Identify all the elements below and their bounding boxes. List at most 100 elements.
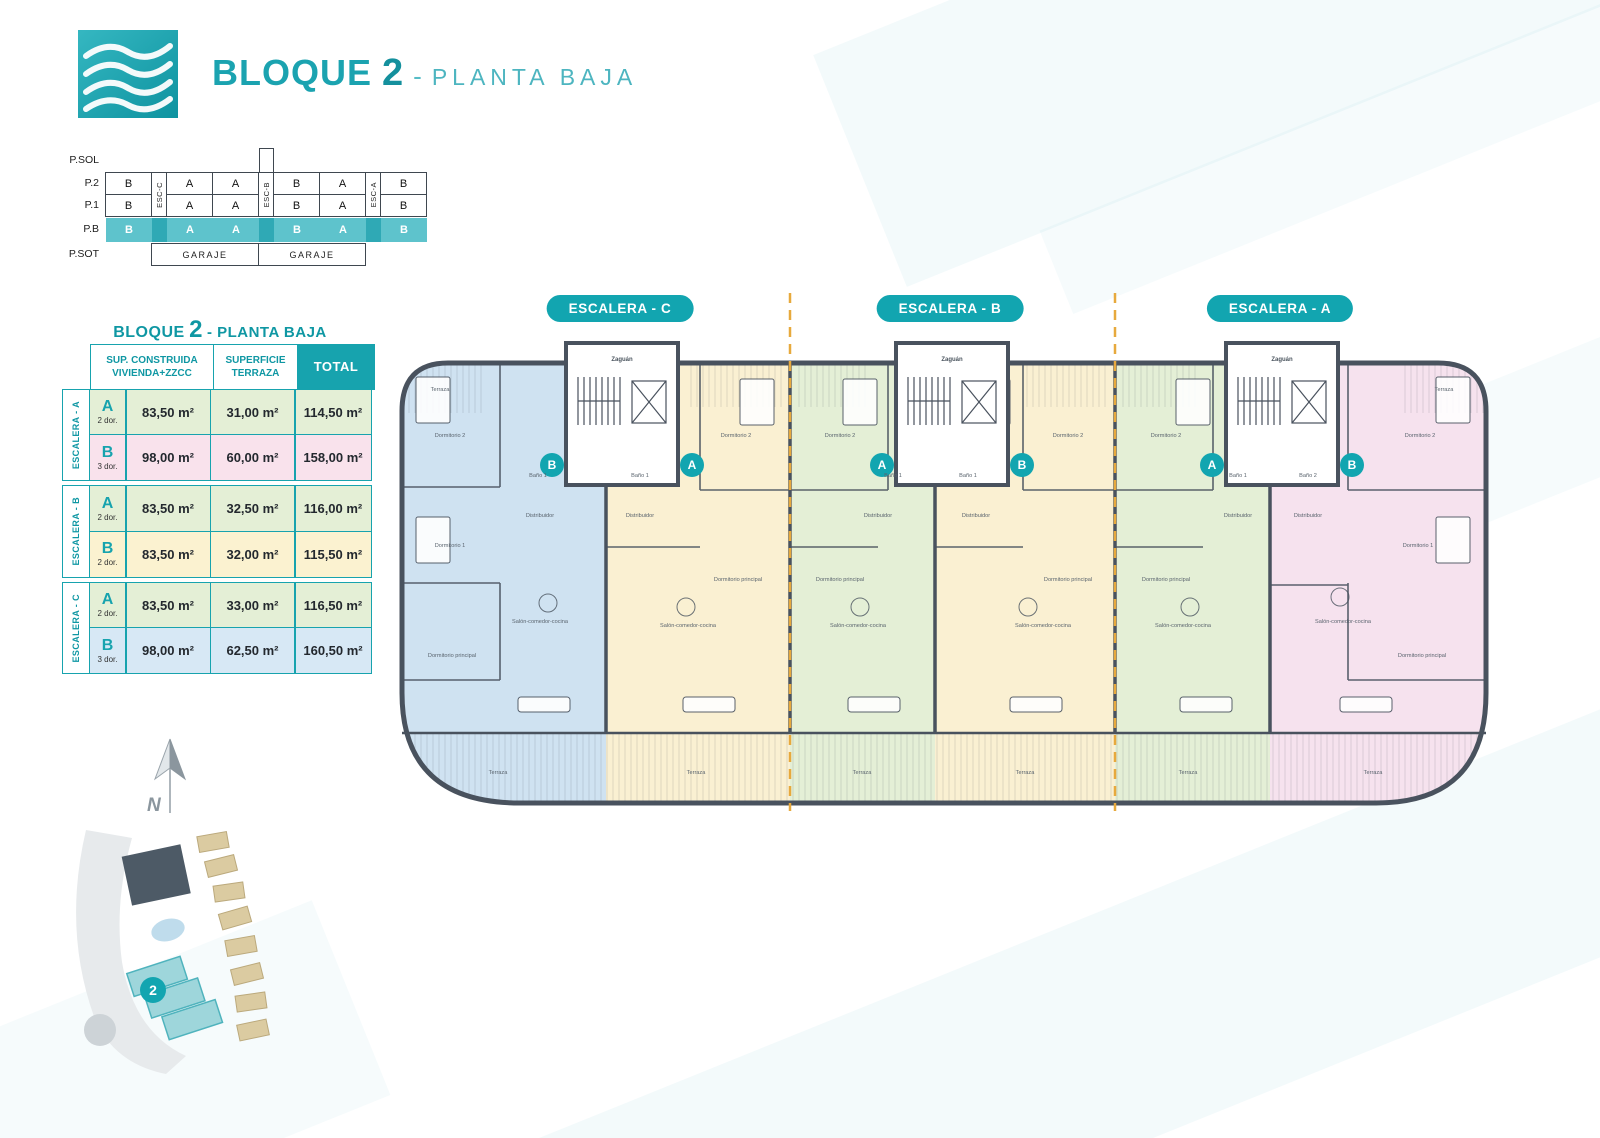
- section-unit: A: [166, 172, 213, 195]
- esc-column-highlight: [366, 218, 381, 242]
- svg-text:Zaguán: Zaguán: [611, 357, 633, 363]
- total-value: 160,50 m²: [294, 627, 372, 674]
- garage-cell: GARAJE: [258, 243, 366, 266]
- svg-text:Salón-comedor-cocina: Salón-comedor-cocina: [512, 619, 569, 625]
- svg-text:Zaguán: Zaguán: [941, 357, 963, 363]
- road: [76, 830, 186, 1074]
- esc-column: ESC-C: [151, 172, 167, 217]
- section-unit: A: [319, 194, 366, 217]
- stair-tower-escB: [894, 341, 1010, 487]
- sofa: [1009, 696, 1063, 713]
- lift-shaft: [259, 148, 274, 173]
- site-map: 2: [48, 812, 283, 1092]
- bed: [1175, 378, 1211, 426]
- unit-badge-circle: [1340, 453, 1364, 477]
- background-stripe: [813, 0, 1600, 287]
- pool: [151, 918, 185, 942]
- zaguan-labels: Zaguán Zaguán Zaguán: [611, 357, 1293, 363]
- dining-tables: [538, 587, 1350, 617]
- title-subtitle: PLANTA BAJA: [431, 64, 638, 90]
- svg-text:Salón-comedor-cocina: Salón-comedor-cocina: [1155, 623, 1212, 629]
- total-value: 116,00 m²: [294, 485, 372, 532]
- brand-logo: [78, 30, 178, 123]
- unit-badge-circle: [1010, 453, 1034, 477]
- floor-plan: B A A B A B Zaguán Zaguán Zaguán Terraza…: [399, 293, 1489, 811]
- terrace-value: 32,00 m²: [209, 530, 296, 578]
- section-unit: B: [380, 172, 427, 195]
- walls: [399, 360, 1489, 806]
- floor-label: P.SOT: [68, 248, 99, 260]
- svg-text:Terraza: Terraza: [489, 770, 509, 776]
- svg-text:Terraza: Terraza: [1435, 387, 1455, 393]
- built-value: 83,50 m²: [125, 530, 211, 578]
- roundabout: [84, 1014, 116, 1046]
- areas-table: SUP. CONSTRUIDA VIVIENDA+ZZCC SUPERFICIE…: [62, 344, 378, 674]
- garage-cell: GARAJE: [151, 243, 259, 266]
- floor-label: P.SOL: [69, 154, 99, 166]
- svg-text:Baño 1: Baño 1: [1229, 473, 1247, 479]
- unit-badge-circle: [870, 453, 894, 477]
- bed: [1435, 376, 1471, 424]
- escalera-pill-a: ESCALERA - A: [1206, 295, 1354, 322]
- block-badge-number: 2: [149, 982, 157, 998]
- terrace-value: 31,00 m²: [209, 388, 296, 436]
- built-value: 98,00 m²: [125, 434, 211, 481]
- floor-label: P.B: [83, 223, 99, 235]
- svg-text:Dormitorio 1: Dormitorio 1: [1403, 543, 1433, 549]
- unit-badge-circle: [540, 453, 564, 477]
- svg-text:Dormitorio 2: Dormitorio 2: [825, 433, 855, 439]
- escalera-pill-b: ESCALERA - B: [876, 295, 1024, 322]
- svg-text:Zaguán: Zaguán: [1271, 357, 1293, 363]
- built-value: 98,00 m²: [125, 627, 211, 674]
- floor-label: P.2: [84, 177, 99, 189]
- terrace-hatch: [1024, 363, 1108, 407]
- svg-text:Distribuidor: Distribuidor: [626, 513, 654, 519]
- svg-text:Terraza: Terraza: [687, 770, 707, 776]
- unit-badge-letter: B: [1348, 458, 1357, 472]
- building-section-diagram: P.SOL P.2 B ESC-C A A ESC-B B A ESC-A B …: [62, 148, 427, 266]
- svg-text:Baño 1: Baño 1: [959, 473, 977, 479]
- section-unit: A: [319, 172, 366, 195]
- esc-column: ESC-A: [365, 172, 381, 217]
- built-value: 83,50 m²: [125, 581, 211, 629]
- section-unit-highlight: B: [106, 218, 152, 242]
- svg-text:Salón-comedor-cocina: Salón-comedor-cocina: [1315, 619, 1372, 625]
- svg-text:Dormitorio principal: Dormitorio principal: [1398, 653, 1446, 659]
- north-label: N: [147, 795, 162, 816]
- svg-text:Terraza: Terraza: [1364, 770, 1384, 776]
- svg-text:Distribuidor: Distribuidor: [864, 513, 892, 519]
- sofa: [517, 696, 571, 713]
- header-total: TOTAL: [297, 344, 375, 390]
- escalera-pill-c: ESCALERA - C: [546, 295, 694, 322]
- section-unit-highlight: A: [167, 218, 213, 242]
- total-value: 116,50 m²: [294, 581, 372, 629]
- unit-badge-circle: [680, 453, 704, 477]
- svg-text:Dormitorio 2: Dormitorio 2: [1151, 433, 1181, 439]
- bed: [415, 376, 451, 424]
- svg-text:Dormitorio 2: Dormitorio 2: [435, 433, 465, 439]
- group-label: ESCALERA - B: [62, 485, 90, 578]
- svg-text:Dormitorio principal: Dormitorio principal: [1044, 577, 1092, 583]
- header-terrace: SUPERFICIE TERRAZA: [212, 344, 299, 390]
- terrace-value: 33,00 m²: [209, 581, 296, 629]
- total-value: 115,50 m²: [294, 530, 372, 578]
- floor-label: P.1: [84, 199, 99, 211]
- svg-text:Dormitorio 2: Dormitorio 2: [1405, 433, 1435, 439]
- page-title: BLOQUE 2 - PLANTA BAJA: [212, 52, 637, 95]
- svg-text:Baño 1: Baño 1: [884, 473, 902, 479]
- unit-badge-letter: B: [548, 458, 557, 472]
- terrace-value: 32,50 m²: [209, 485, 296, 532]
- svg-text:Dormitorio 1: Dormitorio 1: [435, 543, 465, 549]
- section-unit-highlight: A: [213, 218, 259, 242]
- section-unit: B: [380, 194, 427, 217]
- total-value: 114,50 m²: [294, 388, 372, 436]
- built-value: 83,50 m²: [125, 388, 211, 436]
- section-unit: B: [273, 172, 320, 195]
